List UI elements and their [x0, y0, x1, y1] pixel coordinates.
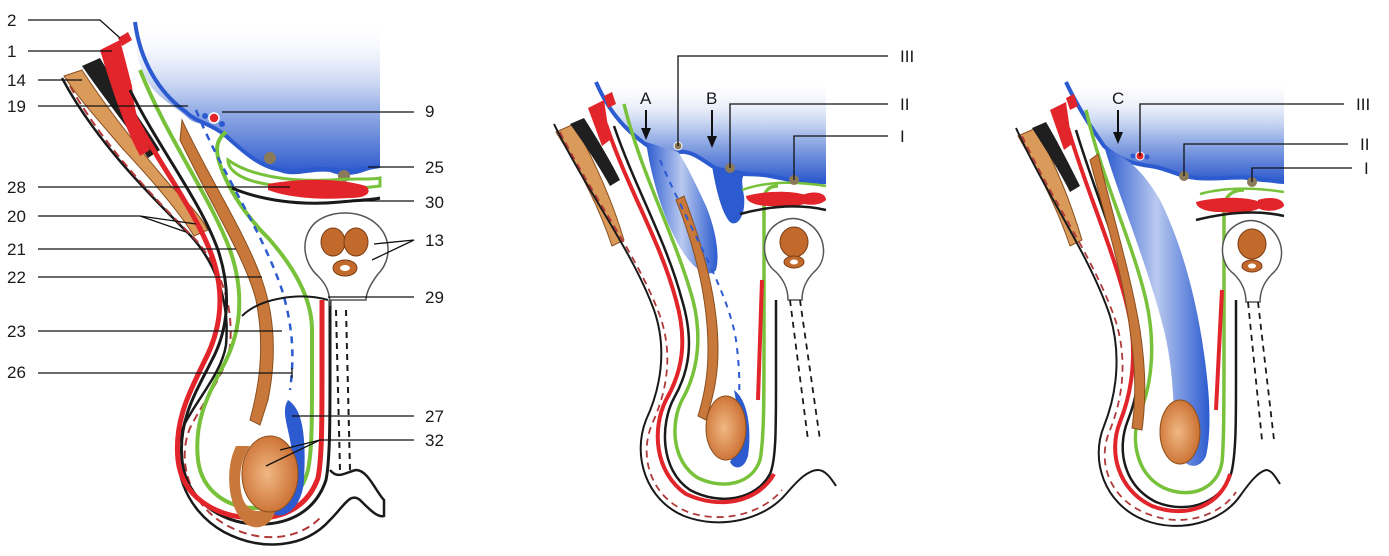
septum-dashed2-fig3	[1258, 302, 1274, 440]
svg-text:2: 2	[7, 11, 16, 30]
figure-1	[62, 20, 388, 545]
svg-text:22: 22	[7, 268, 26, 287]
label-2: 2	[7, 11, 120, 38]
penis-section-fig3	[1222, 221, 1281, 303]
testis-fig3	[1160, 400, 1200, 464]
rectus-green-fig2	[742, 183, 826, 190]
svg-text:C: C	[1112, 89, 1124, 108]
label-21: 21	[7, 240, 236, 259]
vessel-red-fig1	[209, 113, 219, 123]
svg-text:III: III	[1356, 95, 1370, 114]
septum-dashed2-fig1	[346, 310, 350, 470]
label-1: 1	[7, 42, 112, 61]
svg-text:B: B	[706, 89, 717, 108]
rectus-red-fig3	[1196, 198, 1264, 213]
figure-3: C	[1016, 80, 1284, 526]
svg-text:23: 23	[7, 322, 26, 341]
rectus-red-fig1	[268, 180, 369, 199]
vessel-III-b-fig3	[1131, 154, 1136, 159]
hernia-sac-B-fig2	[712, 166, 748, 223]
svg-text:20: 20	[7, 207, 26, 226]
rectus-red2-fig2	[800, 193, 826, 205]
septum-dashed2-fig2	[800, 300, 820, 440]
svg-text:30: 30	[425, 193, 444, 212]
svg-text:13: 13	[425, 231, 444, 250]
svg-text:19: 19	[7, 97, 26, 116]
svg-text:III: III	[900, 47, 914, 66]
septum-dashed-fig1	[336, 310, 340, 470]
svg-text:II: II	[900, 95, 909, 114]
svg-text:I: I	[1364, 159, 1369, 178]
svg-text:1: 1	[7, 42, 16, 61]
svg-text:II: II	[1360, 135, 1369, 154]
vessel-blue-fig1	[202, 113, 208, 119]
svg-text:29: 29	[425, 288, 444, 307]
penis-section-fig1	[305, 213, 388, 306]
svg-text:I: I	[900, 127, 905, 146]
rectus-red2-fig3	[1258, 198, 1284, 211]
rectus-black-fig2	[740, 207, 826, 214]
svg-text:27: 27	[425, 407, 444, 426]
penis-section-fig2	[764, 219, 823, 301]
svg-text:14: 14	[7, 71, 26, 90]
vessel-blue2-fig1	[219, 121, 225, 127]
red-right-fig3	[1216, 290, 1222, 410]
label-27: 27	[292, 407, 444, 426]
svg-text:32: 32	[425, 431, 444, 450]
vessel-III-c-fig3	[1145, 155, 1150, 160]
label-23: 23	[7, 322, 282, 341]
svg-text:28: 28	[7, 178, 26, 197]
svg-text:9: 9	[425, 102, 434, 121]
svg-text:21: 21	[7, 240, 26, 259]
label-26: 26	[7, 363, 292, 382]
septum-dashed-fig3	[1248, 302, 1262, 440]
svg-text:26: 26	[7, 363, 26, 382]
septum-dashed-fig2	[790, 300, 808, 440]
artery-dot-fig1	[264, 152, 276, 164]
testis-fig2	[706, 396, 746, 460]
red-right-fig2	[758, 280, 762, 400]
svg-text:25: 25	[425, 158, 444, 177]
svg-text:A: A	[640, 89, 652, 108]
rectus-black-fig3	[1196, 213, 1284, 220]
